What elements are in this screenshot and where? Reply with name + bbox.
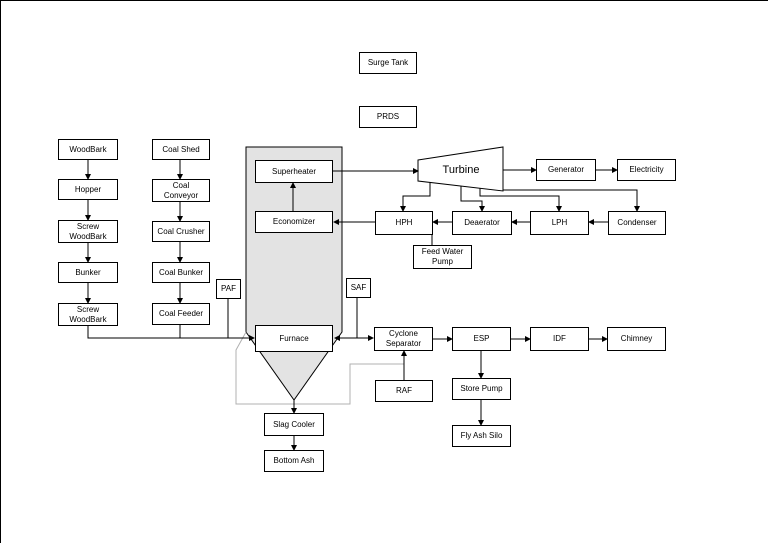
node-slag-cooler: Slag Cooler [264,413,324,436]
node-saf: SAF [346,278,371,298]
node-superheater: Superheater [255,160,333,183]
node-generator: Generator [536,159,596,181]
node-raf: RAF [375,380,433,402]
node-hph: HPH [375,211,433,235]
node-surge-tank: Surge Tank [359,52,417,74]
node-hopper: Hopper [58,179,118,200]
node-coal-conveyor: Coal Conveyor [152,179,210,202]
boiler-vessel [245,146,343,401]
node-lph: LPH [530,211,589,235]
node-feed-water-pump: Feed Water Pump [413,245,472,269]
node-paf: PAF [216,279,241,299]
node-condenser: Condenser [608,211,666,235]
node-screw-woodbark-2: Screw WoodBark [58,303,118,326]
node-cyclone-separator: Cyclone Separator [374,327,433,351]
node-bottom-ash: Bottom Ash [264,450,324,472]
node-economizer: Economizer [255,211,333,233]
node-coal-shed: Coal Shed [152,139,210,160]
node-coal-bunker: Coal Bunker [152,262,210,283]
edge-turbine-deaerator [460,186,485,212]
gray-return-line [235,331,404,405]
node-chimney: Chimney [607,327,666,351]
node-fly-ash-silo: Fly Ash Silo [452,425,511,447]
node-furnace: Furnace [255,325,333,352]
edge-fuel-to-furnace [87,326,255,341]
turbine-shape [417,146,504,192]
node-coal-feeder: Coal Feeder [152,303,210,325]
node-bunker: Bunker [58,262,118,283]
edge-turbine-lph [479,188,562,212]
node-store-pump: Store Pump [452,378,511,400]
node-prds: PRDS [359,106,417,128]
node-coal-crusher: Coal Crusher [152,221,210,242]
edge-turbine-condenser [503,189,640,212]
node-screw-woodbark-1: Screw WoodBark [58,220,118,243]
node-turbine: Turbine [442,164,480,176]
node-esp: ESP [452,327,511,351]
edge-turbine-hph [400,182,431,212]
frame-left-edge [0,0,1,543]
node-idf: IDF [530,327,589,351]
node-woodbark: WoodBark [58,139,118,160]
node-deaerator: Deaerator [452,211,512,235]
node-electricity: Electricity [617,159,676,181]
frame-top-edge [0,0,768,1]
